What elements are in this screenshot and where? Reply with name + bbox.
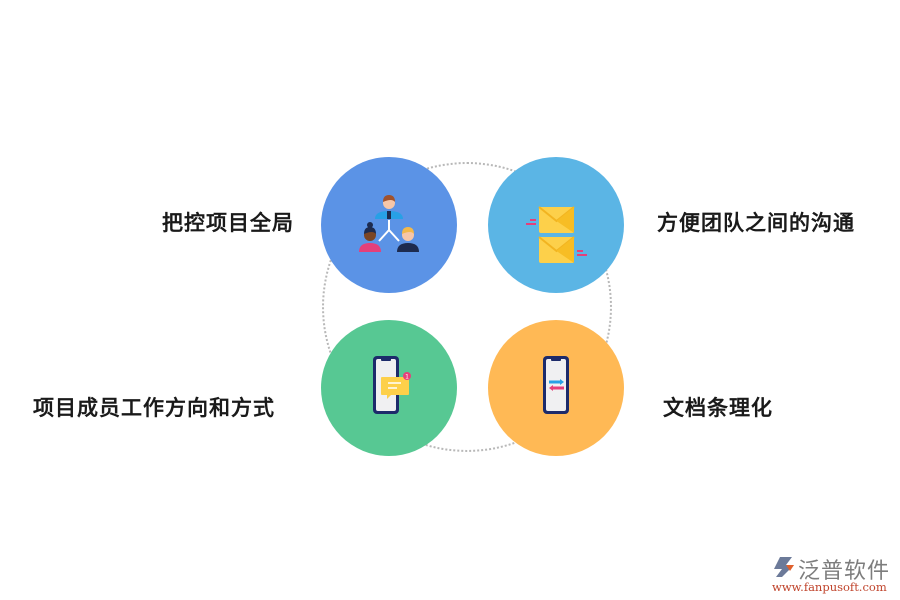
circle-project-overview xyxy=(321,157,457,293)
label-project-overview: 把控项目全局 xyxy=(162,211,294,235)
logo-name: 泛普软件 xyxy=(798,559,891,584)
notification-badge: 1 xyxy=(405,374,409,381)
circle-team-communication xyxy=(488,157,624,293)
label-member-direction: 项目成员工作方向和方式 xyxy=(33,396,275,420)
phone-transfer-icon xyxy=(543,356,569,414)
label-team-communication: 方便团队之间的沟通 xyxy=(657,211,855,235)
logo-url: www.fanpusoft.com xyxy=(772,580,887,594)
envelopes-icon xyxy=(526,206,587,263)
label-document-organization: 文档条理化 xyxy=(663,396,773,420)
phone-message-icon: 1 xyxy=(373,356,411,414)
circle-member-direction: 1 xyxy=(321,320,457,456)
brand-logo: 泛普软件 www.fanpusoft.com xyxy=(770,553,895,598)
team-hierarchy-icon xyxy=(359,195,419,252)
logo-icon xyxy=(774,557,794,577)
circle-document-organization xyxy=(488,320,624,456)
dotted-ring xyxy=(322,162,612,452)
